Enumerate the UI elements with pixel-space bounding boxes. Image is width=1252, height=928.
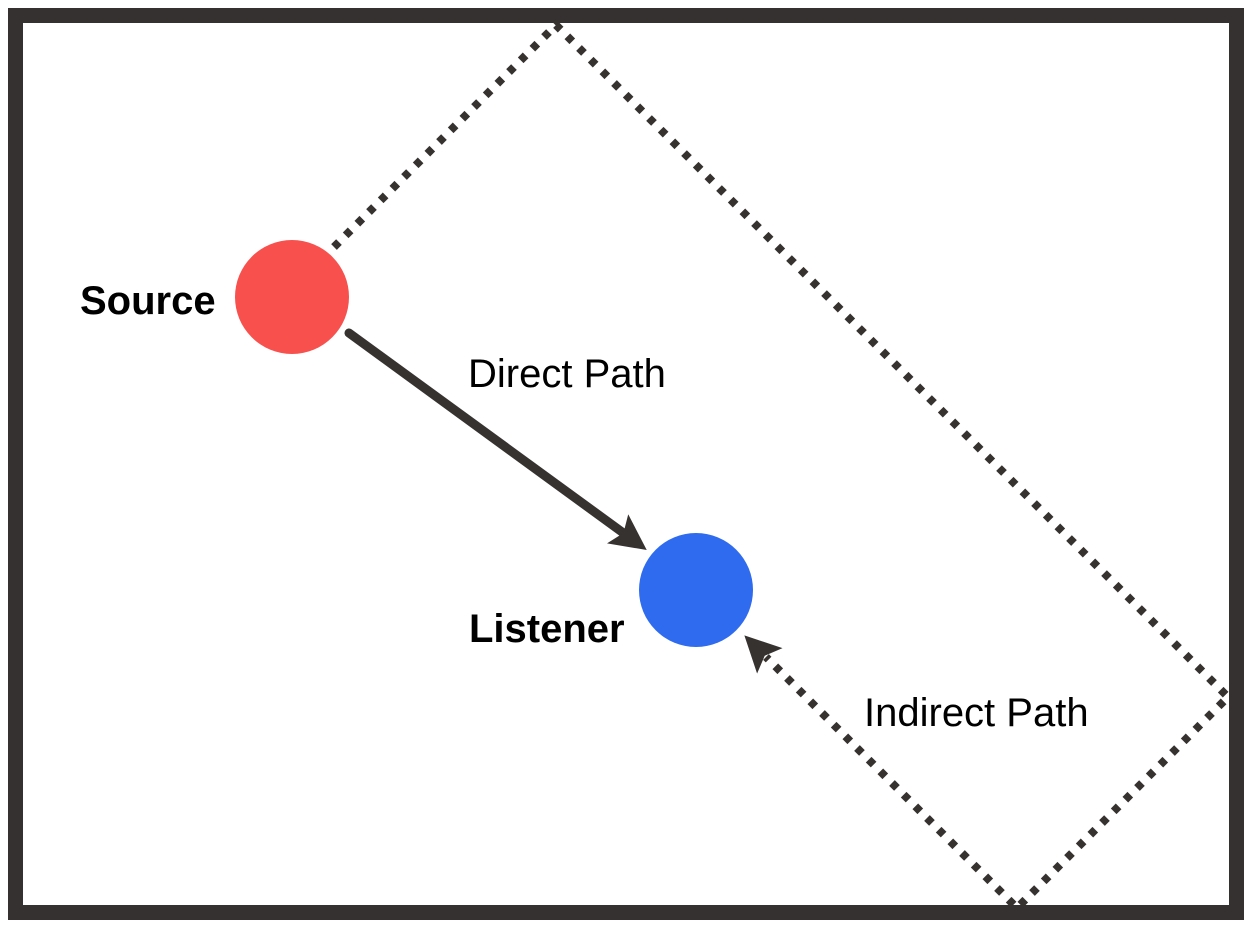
source-label: Source — [80, 279, 216, 323]
direct-path-line — [344, 328, 647, 551]
indirect-path-line — [331, 19, 1234, 914]
listener-label: Listener — [469, 607, 625, 651]
room-boundary — [8, 8, 1244, 920]
listener-node — [639, 533, 753, 647]
direct-path-label: Direct Path — [468, 352, 666, 396]
source-node — [235, 240, 349, 354]
indirect-path-label: Indirect Path — [864, 691, 1089, 735]
